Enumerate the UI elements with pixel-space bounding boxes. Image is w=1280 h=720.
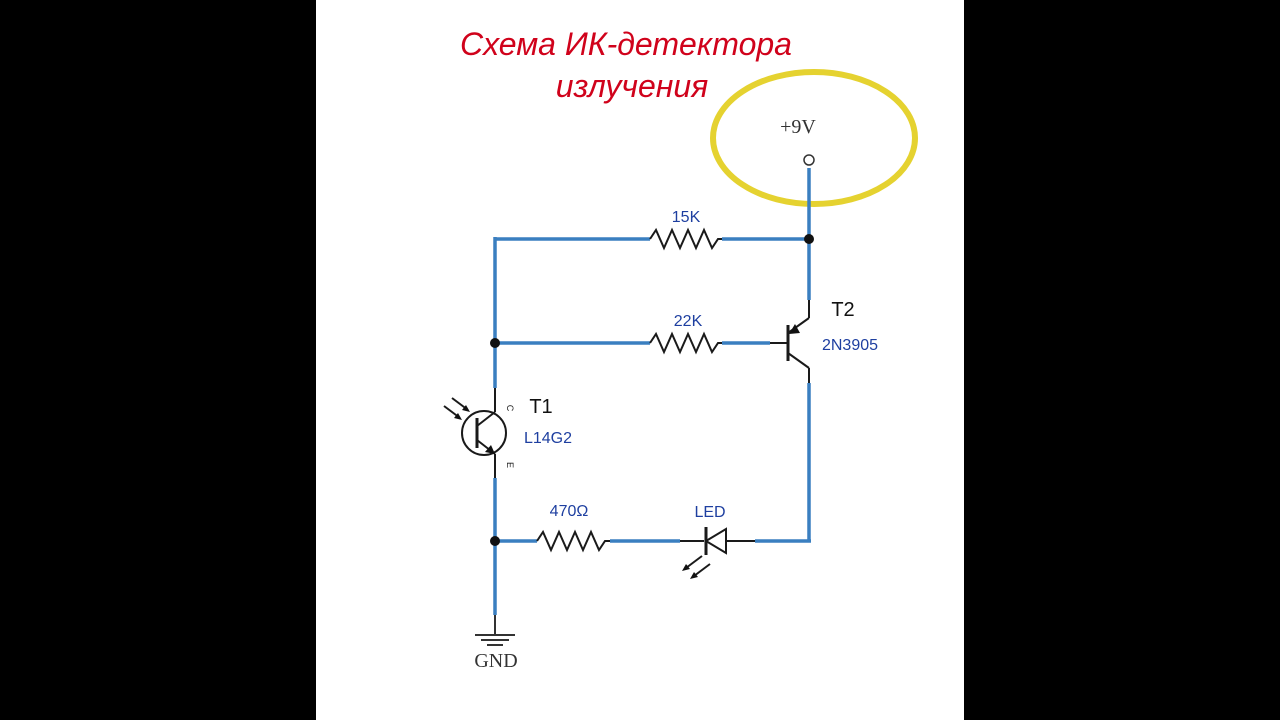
- supply-label: +9V: [780, 116, 816, 138]
- light-in-icon: [443, 397, 470, 420]
- phototransistor-t1: [443, 388, 507, 478]
- pnp-arrow-icon: [789, 324, 800, 334]
- supply-terminal: [803, 154, 815, 166]
- t1-pin-c: C: [505, 405, 515, 412]
- resistor-22k-label: 22K: [674, 313, 703, 330]
- ground-label: GND: [474, 650, 517, 672]
- led: [680, 527, 755, 579]
- t1-pin-e: E: [505, 462, 515, 468]
- junction-dot: [804, 234, 814, 244]
- resistor-470: [536, 529, 610, 553]
- resistor-470-label: 470Ω: [550, 503, 589, 520]
- junction-dot: [490, 536, 500, 546]
- t2-name: T2: [831, 299, 854, 321]
- junction-dot: [490, 338, 500, 348]
- t1-part: L14G2: [524, 430, 572, 447]
- title-line-1: Схема ИК-детектора: [460, 26, 792, 62]
- highlight-ellipse: [710, 69, 918, 207]
- resistor-15k: [649, 227, 722, 251]
- resistor-22k: [649, 331, 722, 355]
- t1-name: T1: [529, 396, 552, 418]
- light-out-icon: [682, 555, 711, 579]
- led-label: LED: [694, 504, 725, 521]
- title-line-2: излучения: [556, 68, 709, 104]
- t2-part: 2N3905: [822, 337, 878, 354]
- diagram-panel: [316, 0, 964, 720]
- transistor-t2: [770, 300, 810, 383]
- resistor-15k-label: 15K: [672, 209, 701, 226]
- ground-icon: [475, 615, 515, 646]
- wires: [493, 168, 811, 615]
